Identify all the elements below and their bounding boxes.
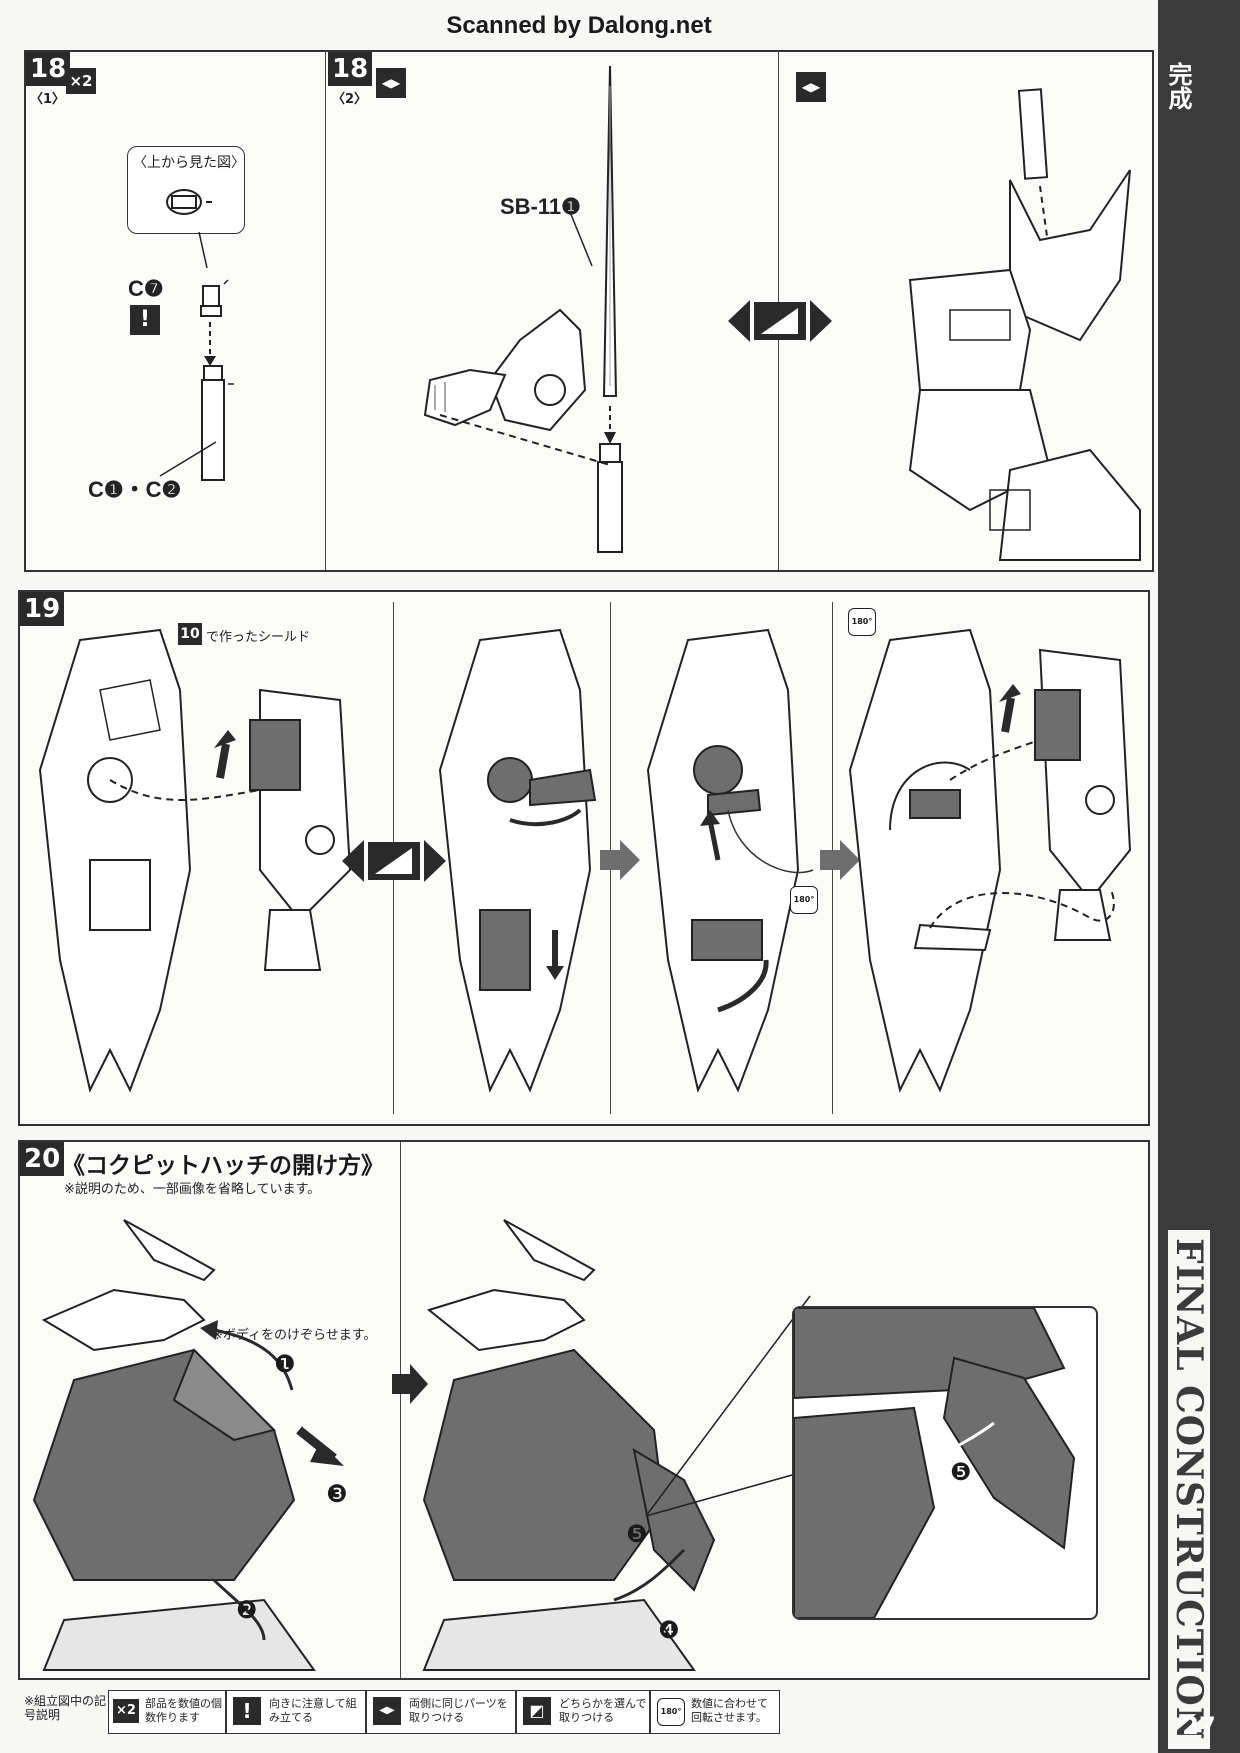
gundam-torso-diagram <box>422 1219 716 1671</box>
step-20-title: 《コクピットハッチの開け方》 <box>62 1153 384 1179</box>
legend-item-rotate: 180° 数値に合わせて回転させます。 <box>650 1690 780 1734</box>
up-arrow <box>999 684 1021 733</box>
both-sides-icon: ◀▶ <box>376 68 406 98</box>
legend-item-multiplier: ×2 部品を数値の個数作ります <box>108 1690 226 1734</box>
section-sidebar: 完成 FINAL CONSTRUCTION 27 <box>1158 0 1240 1753</box>
saber-blade-diagram <box>597 65 623 553</box>
forearm-diagram <box>1034 648 1132 941</box>
legend-item-both-sides: ◀▶ 両側に同じパーツを取りつける <box>366 1690 516 1734</box>
section-title: 完成 <box>1164 62 1192 110</box>
rotate-180-icon: 180° <box>790 886 818 914</box>
choose-one-arrow <box>342 840 446 882</box>
top-view-diagram <box>166 189 212 215</box>
callout-pointer <box>198 231 208 269</box>
top-view-label: 〈上から見た図〉 <box>133 155 245 171</box>
marker-2: ❷ <box>236 1596 258 1624</box>
step-18-2-number: 18 <box>328 52 373 86</box>
part-c7-diagram <box>200 279 229 317</box>
shield-diagram <box>438 628 597 1093</box>
both-sides-icon: ◀▶ <box>373 1697 401 1725</box>
up-arrow <box>214 730 236 779</box>
gundam-upper-body-diagram <box>908 88 1141 561</box>
shield-diagram <box>38 628 261 1093</box>
shield-diagram <box>848 628 1041 1093</box>
step-18-1-number: 18 <box>26 52 71 86</box>
forearm-diagram <box>249 688 352 971</box>
legend-item-caution: ! 向きに注意して組み立てる <box>226 1690 366 1734</box>
legend-item-text: 両側に同じパーツを取りつける <box>409 1697 508 1724</box>
zoom-lines <box>645 1295 811 1517</box>
part-label-c1-c2: C❶・C❷ <box>88 477 182 502</box>
legend-item-text: 数値に合わせて回転させます。 <box>691 1697 768 1724</box>
divider <box>325 52 326 570</box>
choose-one-icon: ◩ <box>523 1697 551 1725</box>
section-title-en: FINAL CONSTRUCTION <box>1168 1230 1210 1749</box>
insert-arrow <box>204 322 216 366</box>
legend-item-text: 部品を数値の個数作ります <box>145 1697 222 1724</box>
legend-item-text: どちらかを選んで取りつける <box>559 1697 647 1724</box>
shield-ref-number: 10 <box>178 623 202 645</box>
rotate-label: 180° <box>793 895 815 904</box>
part-label-sb11: SB-11❶ <box>500 194 581 219</box>
rotate-180-icon: 180° <box>848 608 876 636</box>
next-step-arrow <box>600 840 640 880</box>
step-19-number: 19 <box>20 592 65 626</box>
marker-3: ❸ <box>326 1480 348 1508</box>
arm-diagram <box>423 308 611 466</box>
legend-item-text: 向きに注意して組み立てる <box>269 1697 357 1724</box>
multiplier-badge: ×2 <box>66 68 96 94</box>
next-step-arrow <box>820 840 860 880</box>
shield-diagram <box>646 628 814 1093</box>
step-20-note: ※説明のため、一部画像を省略しています。 <box>64 1182 321 1197</box>
multiplier-icon: ×2 <box>113 1699 139 1723</box>
rotate-label: 180° <box>851 617 873 626</box>
marker-4: ❹ <box>658 1616 680 1644</box>
step-18-2-sub: 〈2〉 <box>332 92 368 107</box>
shield-ref-text: で作ったシールド <box>206 630 311 645</box>
caution-icon: ! <box>233 1697 261 1725</box>
legend-heading: ※組立図中の記号説明 <box>24 1694 107 1722</box>
step-18-1-sub: 〈1〉 <box>30 92 66 107</box>
attach-path <box>929 887 1115 929</box>
rotate-icon: 180° <box>657 1698 685 1726</box>
part-c1-c2-diagram <box>201 365 234 481</box>
marker-1: ❶ <box>274 1350 296 1378</box>
leader-line <box>569 211 593 267</box>
leader-line <box>159 441 217 477</box>
hatch-detail-diagram <box>794 1308 1076 1618</box>
next-step-arrow <box>392 1364 428 1404</box>
divider <box>400 1142 401 1678</box>
page-number: 27 <box>1182 1712 1216 1740</box>
marker-5: ❺ <box>626 1520 648 1548</box>
choose-one-arrow <box>728 300 832 342</box>
gundam-torso-diagram <box>32 1219 344 1671</box>
legend-item-choose: ◩ どちらかを選んで取りつける <box>516 1690 650 1734</box>
step-20-number: 20 <box>20 1142 65 1176</box>
zoom-inset: ❺ <box>792 1306 1098 1620</box>
both-sides-icon: ◀▶ <box>796 72 826 102</box>
body-lean-note: ※ボディをのけぞらせます。 <box>212 1328 377 1343</box>
marker-5-inset: ❺ <box>950 1458 972 1486</box>
scan-credit: Scanned by Dalong.net <box>446 12 712 39</box>
part-label-c7: C❼ <box>128 276 164 301</box>
caution-icon: ! <box>130 305 160 335</box>
